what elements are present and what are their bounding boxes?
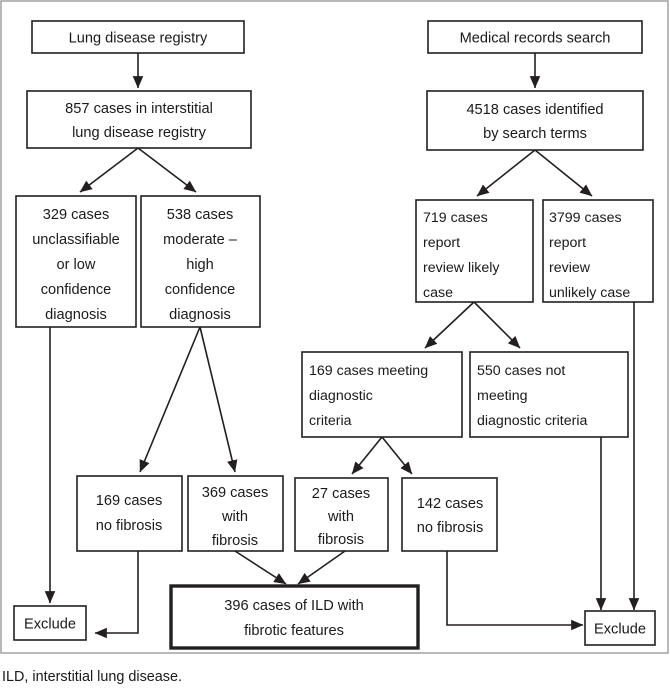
node-169-meeting-criteria-rect — [301, 351, 463, 438]
node-169-no-fibrosis-line-0: 169 cases — [96, 493, 163, 509]
node-719-likely-case-rect — [415, 199, 534, 303]
node-369-with-fibrosis-line-1: with — [221, 509, 248, 525]
node-169-meeting-criteria[interactable]: 169 cases meeting diagnostic criteria — [301, 351, 463, 438]
node-329-unclassifiable-line-3: confidence — [41, 282, 112, 298]
figure-caption: ILD, interstitial lung disease. — [2, 669, 182, 685]
node-medical-records-search-rect — [427, 20, 643, 54]
node-4518-search-cases[interactable]: 4518 cases identified by search terms — [426, 90, 644, 151]
node-lung-disease-registry[interactable]: Lung disease registry — [31, 20, 245, 54]
node-142-no-fibrosis-line-0: 142 cases — [417, 496, 484, 512]
edge-538-to-169-no-fibrosis — [139, 326, 201, 473]
node-final-result-line-0: 396 cases of ILD with — [224, 598, 364, 614]
edge-169-meeting-to-27 — [351, 436, 383, 475]
node-538-moderate-high-line-0: 538 cases — [167, 207, 234, 223]
connector-layer — [44, 53, 640, 639]
node-lung-disease-registry-rect — [31, 20, 245, 54]
edge-719-to-550 — [473, 301, 521, 349]
node-169-meeting-criteria-line-0: 169 cases meeting — [309, 363, 428, 379]
node-329-unclassifiable-line-0: 329 cases — [43, 207, 110, 223]
node-329-unclassifiable[interactable]: 329 cases unclassifiable or low confiden… — [15, 195, 137, 328]
node-538-moderate-high-line-2: high — [186, 257, 214, 273]
node-3799-unlikely-case-line-3: unlikely case — [549, 285, 630, 301]
node-857-registry-cases-rect — [26, 90, 252, 149]
node-369-with-fibrosis[interactable]: 369 cases with fibrosis — [187, 475, 284, 552]
node-538-moderate-high-rect — [140, 195, 261, 328]
node-final-result-rect — [169, 584, 420, 650]
node-27-with-fibrosis-rect — [294, 477, 389, 552]
node-369-with-fibrosis-line-0: 369 cases — [202, 485, 269, 501]
node-4518-search-cases-line-0: 4518 cases identified — [466, 102, 603, 118]
node-27-with-fibrosis-line-1: with — [327, 509, 354, 525]
node-3799-unlikely-case-line-1: report — [549, 235, 586, 251]
node-169-no-fibrosis[interactable]: 169 cases no fibrosis — [76, 475, 183, 552]
node-exclude-right[interactable]: Exclude — [584, 610, 656, 646]
node-550-not-meeting-criteria[interactable]: 550 cases not meeting diagnostic criteri… — [469, 351, 629, 438]
node-3799-unlikely-case[interactable]: 3799 cases report review unlikely case — [542, 199, 654, 303]
edge-142-to-exclude-right — [446, 551, 584, 631]
node-329-unclassifiable-line-2: or low — [57, 257, 96, 273]
node-final-result[interactable]: 396 cases of ILD with fibrotic features — [169, 584, 420, 650]
node-4518-search-cases-rect — [426, 90, 644, 151]
node-27-with-fibrosis-line-0: 27 cases — [312, 486, 370, 502]
node-329-unclassifiable-line-1: unclassifiable — [32, 232, 120, 248]
node-538-moderate-high[interactable]: 538 cases moderate – high confidence dia… — [140, 195, 261, 328]
node-lung-disease-registry-line-0: Lung disease registry — [69, 31, 208, 47]
node-142-no-fibrosis[interactable]: 142 cases no fibrosis — [401, 477, 498, 552]
edge-369-to-final — [234, 550, 287, 585]
node-550-not-meeting-criteria-line-2: diagnostic criteria — [477, 413, 588, 429]
node-719-likely-case-line-3: case — [423, 285, 453, 301]
node-142-no-fibrosis-rect — [401, 477, 498, 552]
edge-719-to-169-meeting — [424, 301, 475, 349]
node-3799-unlikely-case-line-2: review — [549, 260, 591, 276]
node-3799-unlikely-case-rect — [542, 199, 654, 303]
node-169-meeting-criteria-line-2: criteria — [309, 413, 352, 429]
node-329-unclassifiable-line-4: diagnosis — [45, 307, 107, 323]
node-exclude-left[interactable]: Exclude — [13, 605, 87, 641]
edge-857-to-329 — [79, 147, 139, 193]
node-exclude-left-rect — [13, 605, 87, 641]
edge-169-meeting-to-142 — [381, 436, 413, 475]
node-exclude-right-label: Exclude — [594, 622, 646, 638]
node-medical-records-search-line-0: Medical records search — [460, 31, 611, 47]
node-719-likely-case-line-2: review likely — [423, 260, 500, 276]
node-550-not-meeting-criteria-line-0: 550 cases not — [477, 363, 565, 379]
node-538-moderate-high-line-4: diagnosis — [169, 307, 231, 323]
node-857-registry-cases[interactable]: 857 cases in interstitial lung disease r… — [26, 90, 252, 149]
node-final-result-line-1: fibrotic features — [244, 623, 344, 639]
node-3799-unlikely-case-line-0: 3799 cases — [549, 210, 622, 226]
node-169-no-fibrosis-rect — [76, 475, 183, 552]
node-exclude-right-rect — [584, 610, 656, 646]
node-719-likely-case[interactable]: 719 cases report review likely case — [415, 199, 534, 303]
node-538-moderate-high-line-1: moderate – — [163, 232, 238, 248]
edge-4518-to-719 — [476, 149, 536, 197]
node-369-with-fibrosis-line-2: fibrosis — [212, 533, 258, 549]
node-857-registry-cases-line-1: lung disease registry — [72, 125, 207, 141]
edge-27-to-final — [297, 550, 346, 585]
node-169-no-fibrosis-line-1: no fibrosis — [96, 518, 163, 534]
node-857-registry-cases-line-0: 857 cases in interstitial — [65, 101, 213, 117]
node-142-no-fibrosis-line-1: no fibrosis — [417, 520, 484, 536]
node-medical-records-search[interactable]: Medical records search — [427, 20, 643, 54]
node-550-not-meeting-criteria-line-1: meeting — [477, 388, 527, 404]
node-369-with-fibrosis-rect — [187, 475, 284, 552]
edge-169-no-fibrosis-to-exclude-left — [94, 551, 139, 639]
node-719-likely-case-line-0: 719 cases — [423, 210, 488, 226]
edge-857-to-538 — [137, 147, 197, 193]
node-exclude-left-label: Exclude — [24, 617, 76, 633]
node-329-unclassifiable-rect — [15, 195, 137, 328]
edge-538-to-369-fibrosis — [199, 326, 238, 473]
node-169-meeting-criteria-line-1: diagnostic — [309, 388, 373, 404]
node-550-not-meeting-criteria-rect — [469, 351, 629, 438]
edge-4518-to-3799 — [534, 149, 593, 197]
figure-caption-bar: ILD, interstitial lung disease. — [0, 655, 670, 699]
node-27-with-fibrosis[interactable]: 27 cases with fibrosis — [294, 477, 389, 552]
node-4518-search-cases-line-1: by search terms — [483, 126, 587, 142]
node-538-moderate-high-line-3: confidence — [165, 282, 236, 298]
flowchart-canvas: Lung disease registry 857 cases in inter… — [0, 0, 669, 654]
node-719-likely-case-line-1: report — [423, 235, 460, 251]
figure-border — [0, 0, 669, 654]
node-27-with-fibrosis-line-2: fibrosis — [318, 532, 364, 548]
